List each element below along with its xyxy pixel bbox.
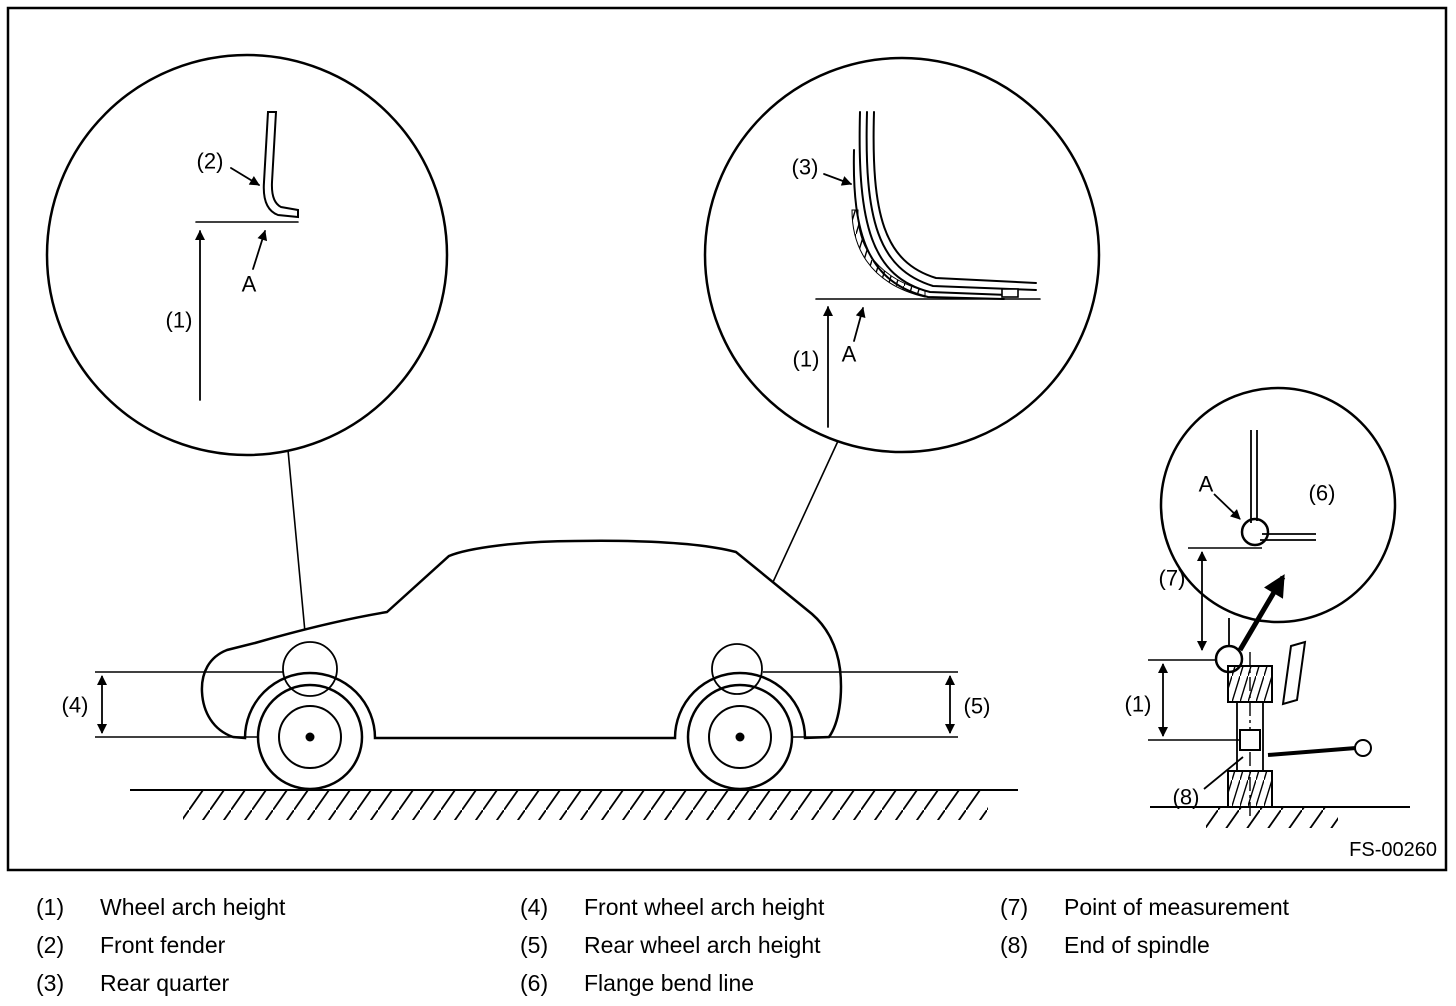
legend-item: (6) Flange bend line xyxy=(520,964,824,1002)
ground-hatching xyxy=(183,790,988,820)
legend: (1) Wheel arch height (2) Front fender (… xyxy=(0,888,1456,1006)
legend-item-label: Rear wheel arch height xyxy=(584,931,821,958)
legend-item-label: Flange bend line xyxy=(584,969,755,996)
legend-item-label: Wheel arch height xyxy=(100,893,286,920)
tire-bottom-section xyxy=(1227,770,1273,808)
rear-quarter-sheet-line-2 xyxy=(865,111,1037,291)
label-a: A xyxy=(1199,472,1214,497)
legend-item: (7) Point of measurement xyxy=(1000,888,1289,926)
legend-item-number: (8) xyxy=(1000,931,1029,958)
legend-item: (2) Front fender xyxy=(36,926,285,964)
spindle-end-square xyxy=(1239,729,1261,751)
tie-rod xyxy=(1267,746,1357,757)
label-1: (1) xyxy=(793,347,820,372)
legend-item-number: (6) xyxy=(520,969,549,996)
figure-code: FS-00260 xyxy=(1349,839,1437,861)
legend-column-1: (1) Wheel arch height (2) Front fender (… xyxy=(36,888,285,1002)
front-magnifier-leader-line xyxy=(287,449,307,644)
legend-item-label: End of spindle xyxy=(1064,931,1210,958)
legend-item: (8) End of spindle xyxy=(1000,926,1289,964)
label-8: (8) xyxy=(1173,785,1200,810)
rear-quarter-magnifier-circle xyxy=(703,56,1101,454)
front-fender-leader-arrow xyxy=(230,167,260,186)
legend-item-label: Front fender xyxy=(100,931,226,958)
car-body-outline xyxy=(200,539,843,740)
label-6: (6) xyxy=(1309,481,1336,506)
label-4: (4) xyxy=(62,693,89,718)
callout-flange-detail: A (6) xyxy=(1159,386,1397,624)
measurement-diagram: (2) A (1) (3) A (1) xyxy=(6,6,1448,872)
legend-item-label: Front wheel arch height xyxy=(584,893,825,920)
label-1: (1) xyxy=(1125,692,1152,717)
flange-bend-point-circle xyxy=(1240,517,1270,547)
front-arch-target-circle xyxy=(282,641,338,697)
legend-column-2: (4) Front wheel arch height (5) Rear whe… xyxy=(520,888,824,1002)
label-3: (3) xyxy=(792,155,819,180)
rear-quarter-leader-arrow xyxy=(823,173,852,186)
ground-hatching-right xyxy=(1206,807,1338,828)
rear-quarter-foot xyxy=(1001,288,1019,298)
legend-item-number: (5) xyxy=(520,931,549,958)
legend-item-number: (3) xyxy=(36,969,65,996)
label-7: (7) xyxy=(1159,566,1186,591)
label-a: A xyxy=(842,342,857,367)
callout-front-fender: (2) A (1) xyxy=(45,53,449,457)
legend-item: (5) Rear wheel arch height xyxy=(520,926,824,964)
front-fender-magnifier-circle xyxy=(45,53,449,457)
point-a-arrow xyxy=(1213,493,1241,520)
point-a-arrow xyxy=(252,230,268,270)
legend-item-number: (7) xyxy=(1000,893,1029,920)
legend-item-label: Point of measurement xyxy=(1064,893,1290,920)
car-side-view: (4) (5) xyxy=(62,440,1018,820)
legend-item: (4) Front wheel arch height xyxy=(520,888,824,926)
legend-item-number: (2) xyxy=(36,931,65,958)
front-fender-flange-section xyxy=(262,111,299,219)
label8-leader-line xyxy=(1203,756,1244,790)
rear-quarter-sheet-line-1 xyxy=(872,111,1037,284)
strut xyxy=(1281,640,1307,706)
legend-item-number: (4) xyxy=(520,893,549,920)
label-5: (5) xyxy=(964,694,991,719)
figure-border xyxy=(6,6,1448,872)
label-a: A xyxy=(242,272,257,297)
spindle-view: (7) (1) (8) xyxy=(1125,547,1410,828)
front-wheel-center xyxy=(305,732,315,742)
tie-rod-end xyxy=(1354,739,1372,757)
rear-arch-target-circle xyxy=(711,643,763,695)
legend-item: (3) Rear quarter xyxy=(36,964,285,1002)
rear-wheel-center xyxy=(735,732,745,742)
legend-item-number: (1) xyxy=(36,893,65,920)
label-1: (1) xyxy=(166,308,193,333)
legend-column-3: (7) Point of measurement (8) End of spin… xyxy=(1000,888,1289,964)
callout-rear-quarter: (3) A (1) xyxy=(703,56,1101,454)
legend-item-label: Rear quarter xyxy=(100,969,230,996)
label-2: (2) xyxy=(197,149,224,174)
legend-item: (1) Wheel arch height xyxy=(36,888,285,926)
flange-detail-magnifier-circle xyxy=(1159,386,1397,624)
magnify-arrow xyxy=(1237,574,1286,652)
point-a-arrow xyxy=(853,307,866,342)
rear-quarter-sheet-line-4 xyxy=(852,149,1005,300)
tire-top-section xyxy=(1227,665,1273,703)
rear-quarter-sheet-line-3 xyxy=(858,111,1009,296)
